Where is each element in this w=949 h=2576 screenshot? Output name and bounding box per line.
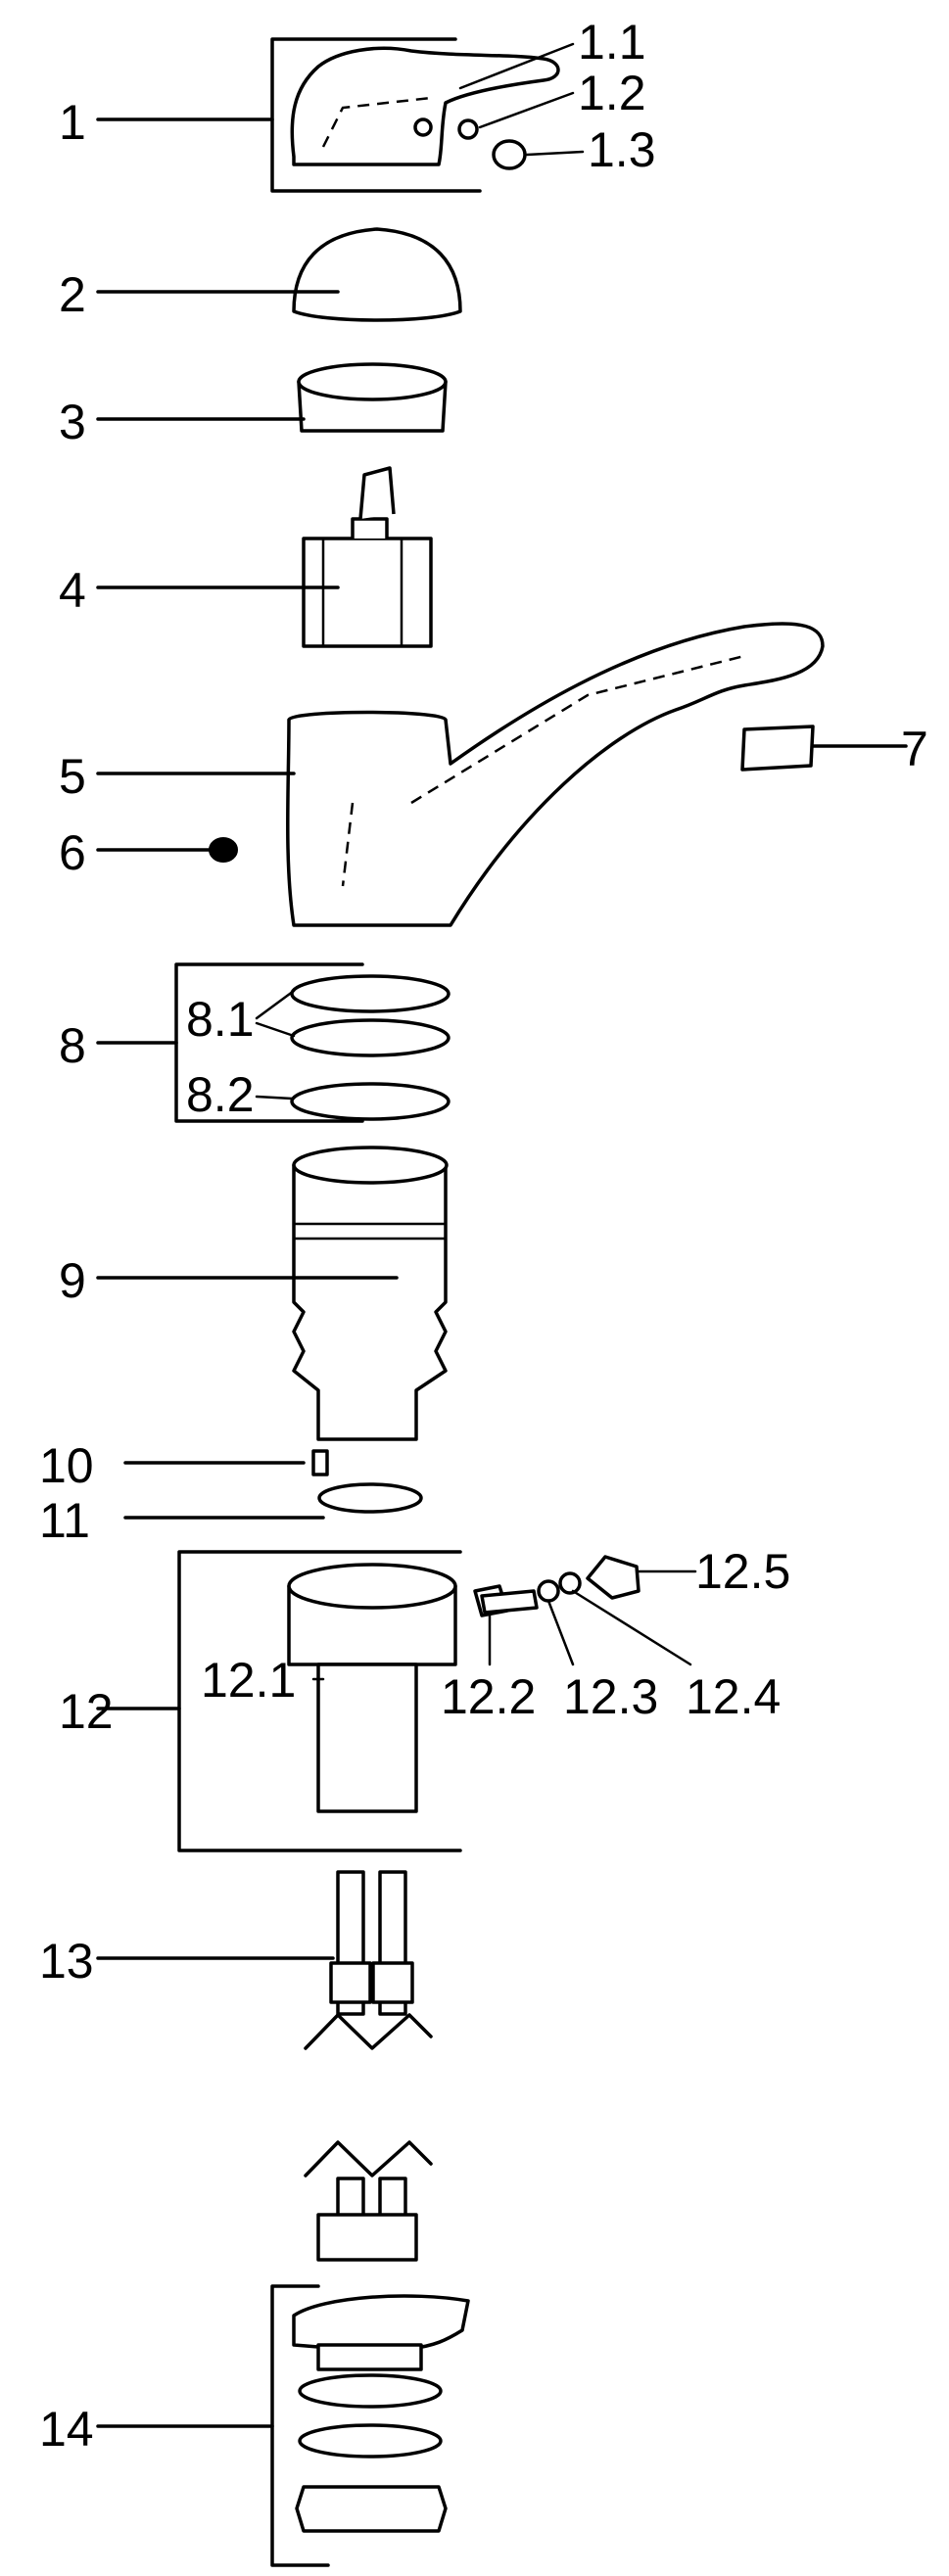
label-12-5: 12.5 bbox=[695, 1544, 790, 1599]
label-8: 8 bbox=[59, 1018, 86, 1073]
part-12-3-washer bbox=[537, 1579, 560, 1603]
part-4-cartridge-group: 4 bbox=[59, 466, 433, 648]
label-14: 14 bbox=[39, 2402, 94, 2457]
label-6: 6 bbox=[59, 825, 86, 880]
part-14-washer-1 bbox=[298, 2373, 443, 2409]
part-2-cover bbox=[292, 227, 462, 322]
part-9-sleeve-group: 9 bbox=[59, 1146, 449, 1441]
part-14-nut bbox=[295, 2485, 448, 2533]
bracket-1 bbox=[270, 37, 482, 193]
label-11: 11 bbox=[39, 1493, 90, 1548]
label-7: 7 bbox=[901, 722, 928, 776]
part-5-body bbox=[286, 622, 825, 927]
part-1-handle-group: 1 1.1 1.2 1.3 bbox=[59, 15, 656, 193]
part-9-sleeve-top bbox=[292, 1146, 449, 1185]
leader-1-1 bbox=[458, 42, 575, 90]
part-14-plate bbox=[292, 2294, 470, 2352]
part-13-nut-right bbox=[371, 1961, 414, 2004]
part-12-1-collar-top bbox=[287, 1563, 457, 1610]
part-14-kit-group: 14 bbox=[39, 2284, 470, 2567]
label-2: 2 bbox=[59, 267, 86, 322]
label-12: 12 bbox=[59, 1684, 114, 1739]
part-8-seals-group: 8 8.1 8.2 bbox=[59, 962, 451, 1123]
label-12-2: 12.2 bbox=[441, 1669, 536, 1724]
part-9-sleeve bbox=[292, 1163, 448, 1441]
part-12-mount-group: 12 12.1 12.2 12.3 12.4 12.5 bbox=[59, 1544, 790, 1852]
label-8-2: 8.2 bbox=[186, 1067, 255, 1122]
part-12-1-tube bbox=[316, 1663, 418, 1813]
label-10: 10 bbox=[39, 1438, 94, 1493]
label-1-3: 1.3 bbox=[588, 122, 656, 177]
part-7-aerator-group: 7 bbox=[740, 722, 928, 776]
handle-screw-hole bbox=[413, 117, 433, 137]
part-3-ring-top bbox=[297, 362, 448, 401]
part-5-hidden-lines bbox=[341, 654, 745, 887]
label-12-4: 12.4 bbox=[686, 1669, 781, 1724]
part-10-pin bbox=[311, 1449, 329, 1476]
part-13-hoses-group: 13 bbox=[39, 1870, 433, 2262]
part-14-plate-neck bbox=[316, 2343, 423, 2371]
part-13-fitting-left bbox=[336, 2177, 365, 2220]
leader-1-3 bbox=[525, 150, 585, 157]
part-8-1-ring-a bbox=[290, 974, 451, 1013]
part-3-ring-group: 3 bbox=[59, 362, 448, 449]
part-6-screw-group: 6 bbox=[59, 825, 238, 880]
label-1-2: 1.2 bbox=[578, 66, 646, 120]
label-12-1: 12.1 bbox=[201, 1653, 296, 1708]
part-11-oring bbox=[317, 1482, 423, 1514]
part-13-nut-left bbox=[329, 1961, 372, 2004]
label-12-3: 12.3 bbox=[563, 1669, 658, 1724]
label-13: 13 bbox=[39, 1934, 94, 1989]
label-4: 4 bbox=[59, 563, 86, 618]
part-4-stem bbox=[358, 466, 396, 520]
label-9: 9 bbox=[59, 1253, 86, 1308]
part-14-washer-2 bbox=[298, 2423, 443, 2459]
part-4-stem-base bbox=[351, 517, 389, 539]
part-11-oring-group: 11 bbox=[39, 1482, 423, 1548]
part-12-4-nut bbox=[558, 1571, 582, 1595]
part-8-1-ring-b bbox=[290, 1018, 451, 1057]
part-13-break-top bbox=[304, 2013, 433, 2050]
label-8-1: 8.1 bbox=[186, 992, 255, 1047]
part-13-connector bbox=[316, 2213, 418, 2262]
part-8-2-ring bbox=[290, 1082, 451, 1121]
leader-8-1a bbox=[255, 989, 296, 1020]
handle-lever bbox=[290, 46, 560, 166]
label-1: 1 bbox=[59, 95, 86, 150]
handle-hidden-line bbox=[321, 96, 432, 148]
leader-8-1b bbox=[255, 1021, 296, 1038]
leader-1-2 bbox=[478, 91, 575, 129]
part-12-5-cap bbox=[586, 1555, 641, 1600]
part-10-pin-group: 10 bbox=[39, 1438, 329, 1493]
part-12-2-screw bbox=[480, 1589, 539, 1615]
leader-12-4 bbox=[571, 1589, 692, 1666]
part-13-fitting-right bbox=[378, 2177, 407, 2220]
leader-12-3 bbox=[546, 1599, 575, 1666]
label-3: 3 bbox=[59, 395, 86, 449]
part-13-break-bottom bbox=[304, 2140, 433, 2178]
part-7-aerator bbox=[740, 725, 815, 772]
label-1-1: 1.1 bbox=[578, 15, 646, 70]
part-2-cover-group: 2 bbox=[59, 227, 462, 322]
part-1-2-screw bbox=[457, 118, 479, 140]
part-5-body-group: 5 bbox=[59, 622, 825, 927]
label-5: 5 bbox=[59, 749, 86, 804]
part-6-screw bbox=[209, 837, 238, 863]
bracket-12 bbox=[177, 1550, 462, 1852]
part-1-3-cap bbox=[492, 139, 527, 170]
leader-8-2 bbox=[255, 1095, 294, 1101]
